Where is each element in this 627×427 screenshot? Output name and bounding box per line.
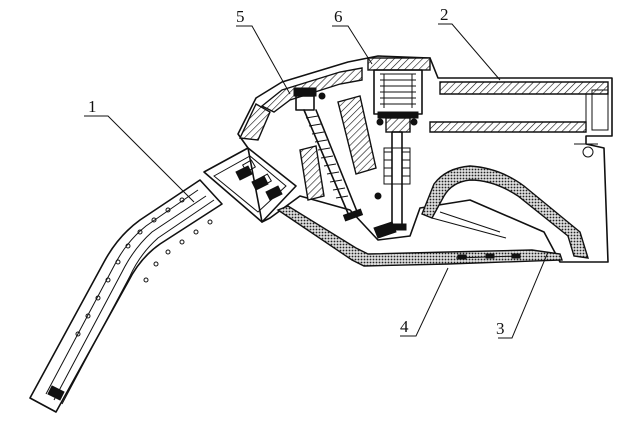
shutoff-mechanism: [293, 87, 382, 222]
callout-labels: 1 2 3 4 5 6: [88, 5, 505, 338]
main-valve: [367, 57, 431, 133]
callout-2: 2: [440, 5, 449, 24]
callout-5: 5: [236, 7, 245, 26]
valve-stem: [383, 131, 411, 231]
callout-6: 6: [334, 7, 343, 26]
lever: [276, 205, 563, 267]
callout-1: 1: [88, 97, 97, 116]
spout: [29, 179, 223, 413]
callout-3: 3: [496, 319, 505, 338]
main-body: [237, 55, 613, 263]
callout-4: 4: [400, 317, 409, 336]
spout-spring-coils: [75, 197, 213, 337]
leader-lines: [84, 23, 549, 339]
trigger-guard: [421, 143, 598, 259]
